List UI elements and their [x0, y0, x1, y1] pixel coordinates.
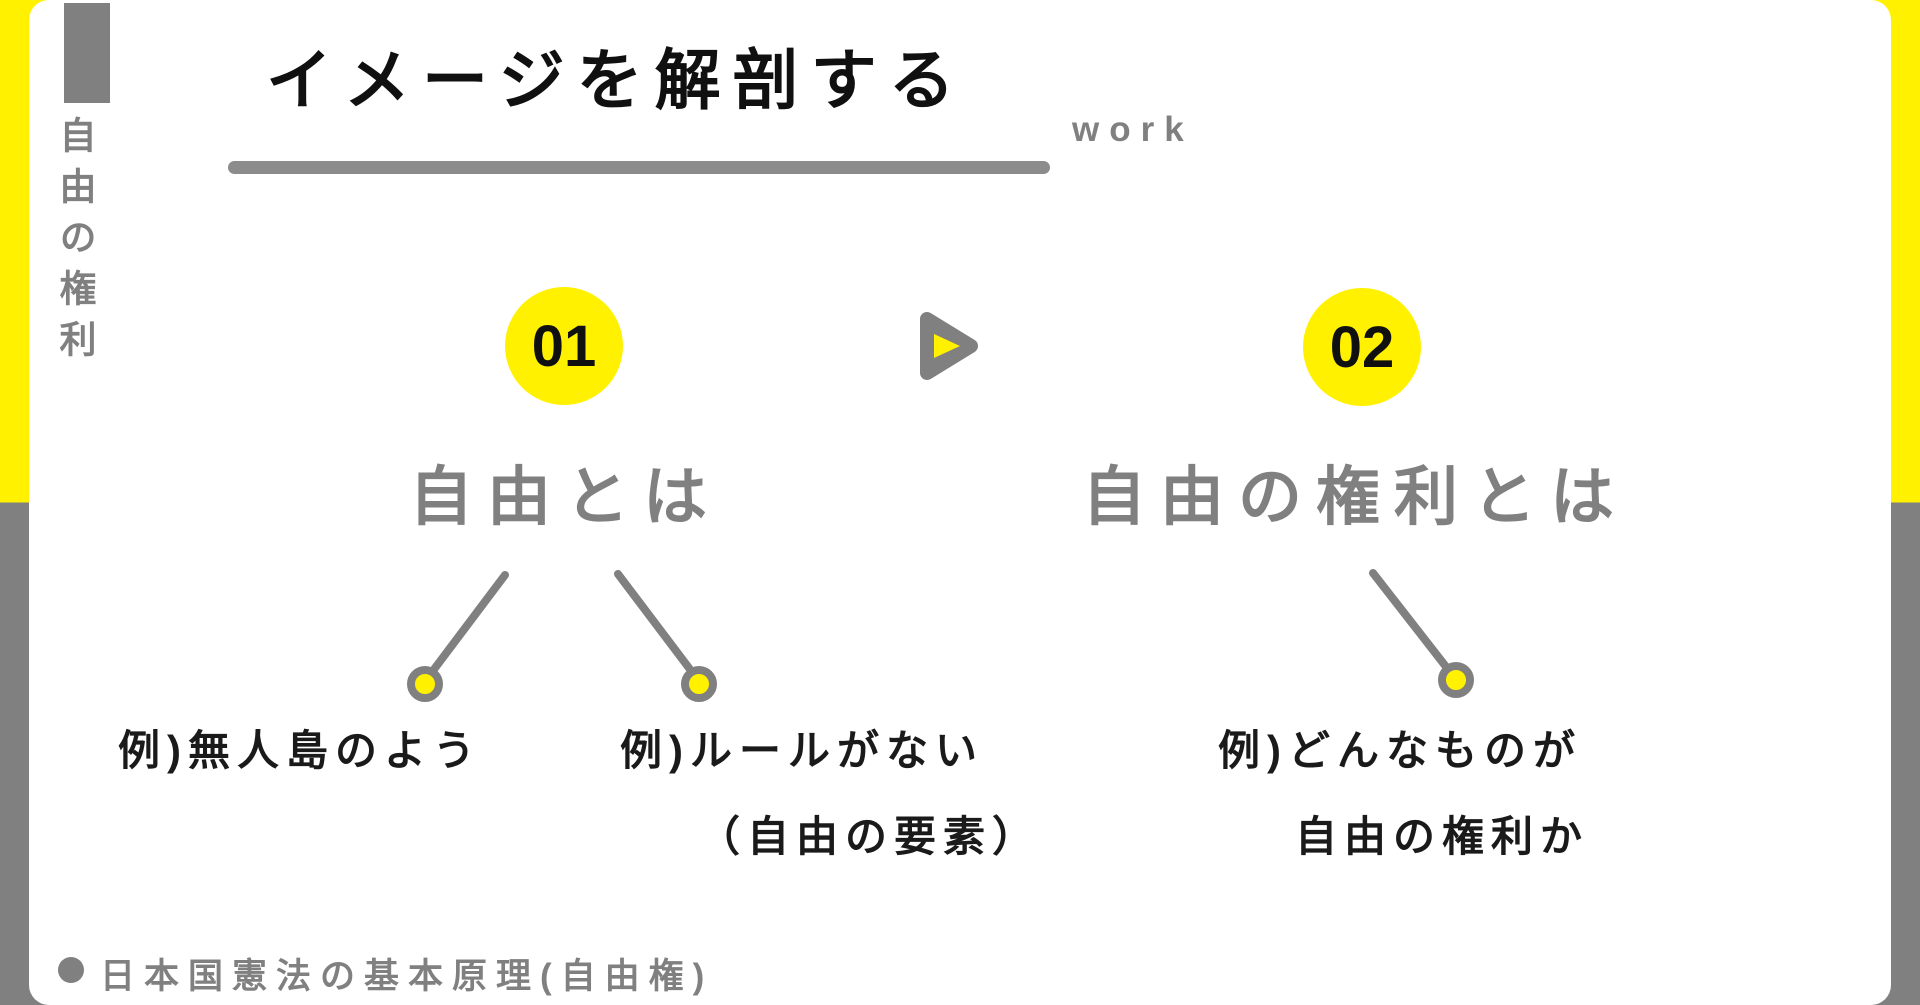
step-badge-02: 02	[1303, 288, 1421, 406]
example-2-line-2: （自由の要素）	[698, 813, 1042, 860]
step-number-02: 02	[1329, 314, 1395, 380]
step-number-01: 01	[531, 313, 597, 379]
footer-label: 日本国憲法の基本原理(自由権)	[100, 957, 714, 996]
column-heading-1: 自由とは	[409, 461, 721, 533]
example-3-line-2: 自由の権利か	[1295, 813, 1590, 860]
title-underline	[228, 161, 1050, 174]
work-tag-label: work	[1072, 110, 1194, 149]
step-badge-01: 01	[505, 287, 623, 405]
corner-accent-square	[64, 3, 110, 103]
play-arrow-icon	[920, 312, 978, 380]
example-1-line-1: 例)無人島のよう	[118, 727, 482, 774]
footer-bullet-icon	[58, 957, 84, 983]
example-2-line-1: 例)ルールがない	[620, 727, 984, 774]
sidebar-vertical-label: 自由の権利	[54, 116, 95, 371]
slide-title: イメージを解剖する	[266, 43, 967, 117]
example-3-line-1: 例)どんなものが	[1218, 727, 1582, 774]
column-heading-2: 自由の権利とは	[1082, 461, 1628, 533]
